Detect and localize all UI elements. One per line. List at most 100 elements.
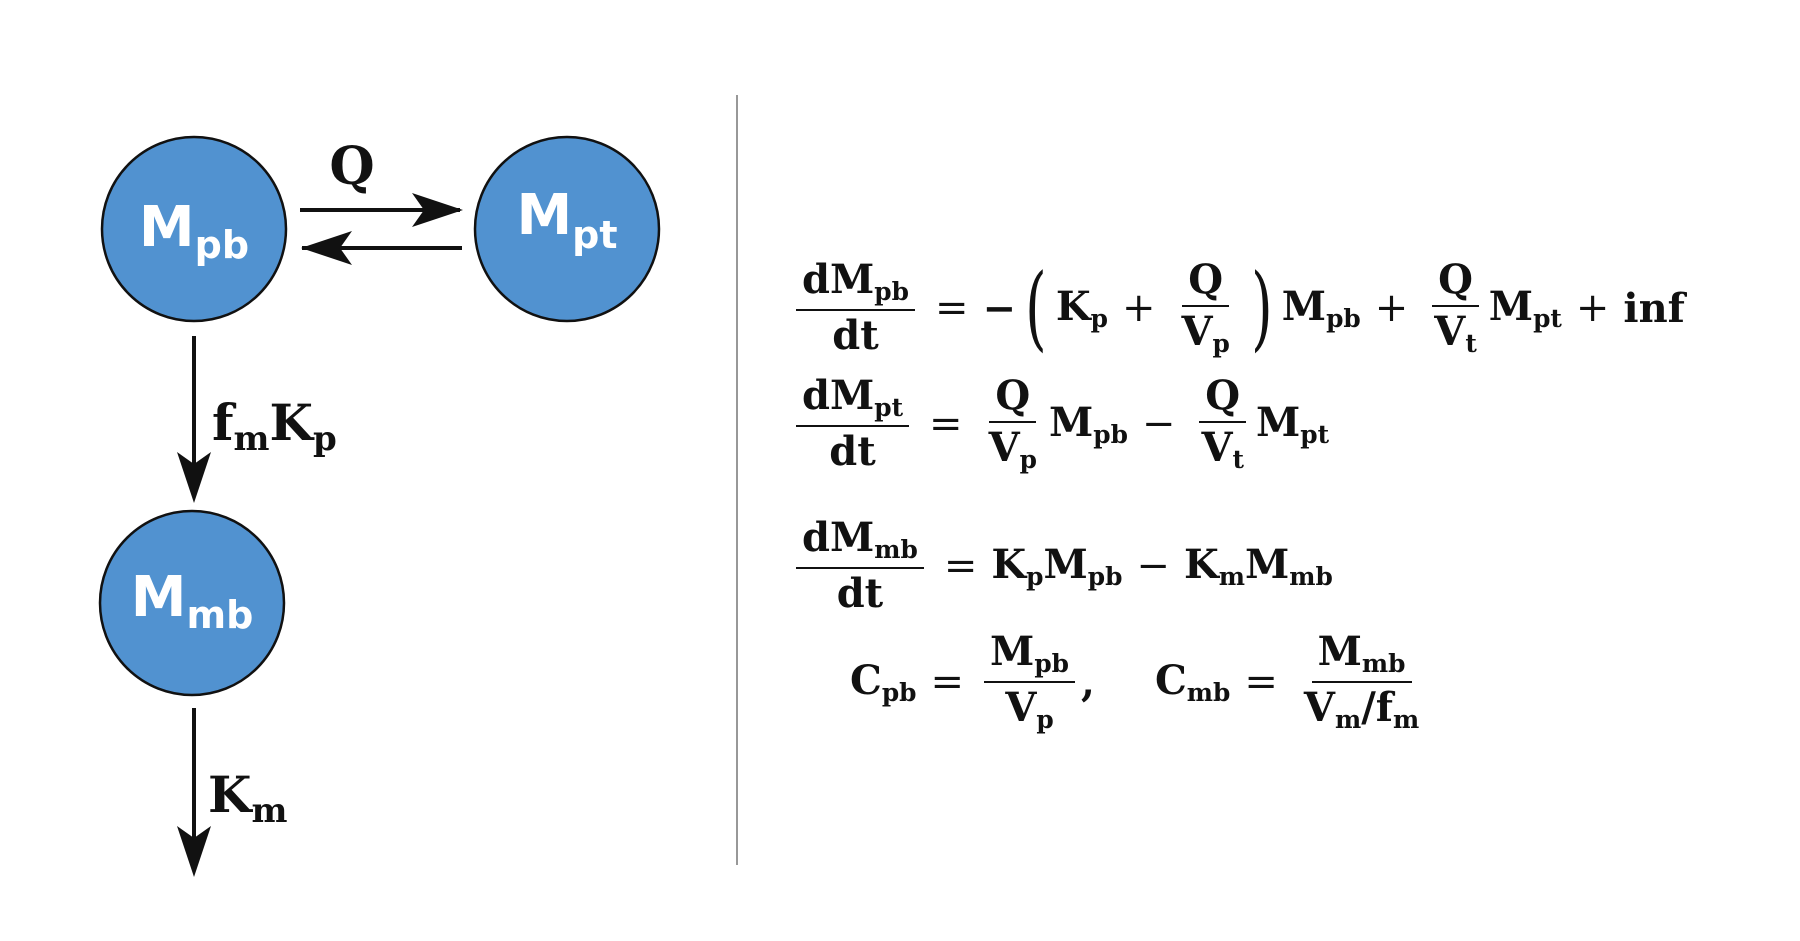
- eq4-cmb-main: C: [1154, 657, 1187, 705]
- eq3-km-sub: m: [1218, 561, 1245, 591]
- eq4-frac-mpb-vp-den-main: V: [1005, 684, 1037, 731]
- eq2-minus: −: [1141, 401, 1176, 447]
- eq1-equals: =: [934, 285, 969, 331]
- eq3-km-main: K: [1183, 541, 1219, 589]
- eq1-right-paren: ): [1251, 254, 1273, 361]
- eq3-mpb-sub: pb: [1087, 561, 1123, 591]
- eq1-frac-q-vt-den-main: V: [1434, 308, 1466, 356]
- eq1-frac-q-vp-den-sub: p: [1212, 328, 1230, 358]
- eq1-left-paren: (: [1025, 254, 1047, 361]
- eq3-minus: −: [1136, 543, 1170, 589]
- node-mpb: Mpb: [100, 135, 288, 323]
- eq4-den-vm-sub: m: [1334, 704, 1362, 734]
- node-mpt-label: Mpt: [516, 183, 617, 257]
- eq2-lhs-den: dt: [829, 427, 876, 475]
- eq4-den-vm-main: V: [1303, 684, 1335, 731]
- eq2-frac-q-vt-num: Q: [1199, 375, 1247, 424]
- flow-fmkp-a: f: [212, 393, 237, 452]
- eq2-mpb: Mpb: [1049, 399, 1128, 449]
- eq2-frac-q-vt: Q Vt: [1195, 375, 1250, 473]
- arrow-mpb-to-mpt-head: [412, 193, 463, 227]
- eq1-mpb-main: M: [1281, 283, 1327, 331]
- eq2-mpt-main: M: [1255, 399, 1301, 447]
- eq3-mmb-main: M: [1244, 541, 1290, 589]
- eq1-kp-main: K: [1055, 283, 1091, 331]
- eq1-mpt: Mpt: [1489, 283, 1562, 333]
- eq2-frac-q-vp-num: Q: [989, 375, 1037, 424]
- equation-spacer: [790, 482, 1790, 508]
- node-mpb-sub: pb: [195, 223, 249, 267]
- eq1-frac-q-vp-den: Vp: [1176, 307, 1236, 357]
- eq4-frac-mpb-vp-num-sub: pb: [1034, 648, 1070, 678]
- eq4-den-fm-main: f: [1375, 684, 1394, 731]
- eq4-frac-mmb-num: Mmb: [1311, 631, 1412, 683]
- eq1-lhs-num-main: dM: [802, 256, 875, 304]
- eq1-mpb: Mpb: [1282, 283, 1361, 333]
- eq4-frac-mpb-vp-num: Mpb: [984, 628, 1076, 683]
- arrow-mpb-to-mmb-head: [177, 452, 211, 503]
- eq3-lhs-fraction: dMmb dt: [796, 517, 924, 615]
- flow-km-label: Km: [208, 765, 287, 831]
- eq1-kp-sub: p: [1090, 303, 1108, 333]
- eq2-mpb-main: M: [1048, 399, 1094, 447]
- eq4-cpb-sub: pb: [881, 677, 917, 707]
- flow-fmkp-label: fmKp: [212, 393, 337, 459]
- eq4-cpb: Cpb: [850, 657, 917, 707]
- eq2-mpt: Mpt: [1256, 399, 1329, 449]
- node-mmb: Mmb: [98, 509, 286, 697]
- eq3-mmb-sub: mb: [1289, 561, 1333, 591]
- equation-dmpb-dt: dMpb dt = − ( Kp + Q Vp ) Mpb + Q Vt Mpt…: [790, 250, 1790, 366]
- node-mpt-main: M: [516, 183, 572, 248]
- arrow-mpt-to-mpb-head: [301, 231, 352, 265]
- eq1-frac-q-vt-num: Q: [1432, 259, 1479, 308]
- eq2-lhs-num-main: dM: [802, 372, 875, 420]
- flow-fmkp-b-sub: p: [313, 419, 337, 459]
- eq2-frac-q-vt-den: Vt: [1195, 423, 1250, 473]
- flow-fmkp-b: K: [270, 393, 315, 452]
- eq2-frac-q-vp: Q Vp: [983, 375, 1043, 473]
- eq1-mpb-sub: pb: [1326, 303, 1361, 333]
- node-mmb-circle: [98, 509, 286, 697]
- eq4-comma: ,: [1081, 658, 1095, 706]
- eq4-cmb: Cmb: [1155, 657, 1230, 707]
- eq2-lhs-num: dMpt: [796, 372, 910, 427]
- eq1-inf: inf: [1623, 284, 1685, 332]
- eq1-plus-3: +: [1575, 285, 1610, 331]
- eq4-den-fm-sub: m: [1393, 704, 1420, 734]
- eq1-frac-q-vp-den-main: V: [1181, 308, 1213, 356]
- eq3-lhs-num-sub: mb: [874, 534, 918, 564]
- eq1-plus-1: +: [1121, 285, 1156, 331]
- eq4-den-slash: /: [1361, 684, 1376, 731]
- flow-km-sub: m: [251, 791, 287, 831]
- node-mpb-label: Mpb: [139, 195, 249, 267]
- eq3-mmb: Mmb: [1245, 541, 1333, 591]
- eq3-mpb: Mpb: [1043, 541, 1122, 591]
- node-mpt-sub: pt: [572, 213, 617, 257]
- eq1-lhs-den: dt: [832, 311, 879, 359]
- eq3-kp-sub: p: [1026, 561, 1044, 591]
- eq2-lhs-fraction: dMpt dt: [796, 372, 910, 475]
- eq1-frac-q-vt: Q Vt: [1428, 259, 1483, 357]
- eq2-mpb-sub: pb: [1093, 419, 1128, 449]
- eq1-lhs-fraction: dMpb dt: [796, 259, 915, 357]
- eq1-mpt-sub: pt: [1533, 303, 1562, 333]
- node-mmb-label: Mmb: [131, 565, 254, 637]
- eq3-mpb-main: M: [1043, 541, 1088, 589]
- eq4-equals-2: =: [1244, 659, 1278, 705]
- arrow-mmb-elimination-head: [177, 826, 211, 877]
- equation-dmpt-dt: dMpt dt = Q Vp Mpb − Q Vt Mpt: [790, 366, 1790, 482]
- eq3-kp: Kp: [991, 541, 1043, 591]
- eq1-lhs-num: dMpb: [796, 259, 915, 311]
- node-mpt: Mpt: [473, 135, 661, 323]
- eq4-equals-1: =: [930, 659, 965, 705]
- eq1-frac-q-vt-den-sub: t: [1465, 328, 1477, 358]
- eq4-frac-mpb-vp-den: Vp: [999, 683, 1059, 733]
- eq4-frac-mpb-vp-num-main: M: [990, 628, 1035, 676]
- node-mpb-main: M: [139, 195, 195, 260]
- eq4-frac-mmb-vm-fm: Mmb Vm/fm: [1298, 631, 1425, 733]
- eq2-frac-q-vt-den-sub: t: [1232, 444, 1244, 474]
- eq1-frac-q-vp-num: Q: [1182, 259, 1230, 308]
- eq3-equals: =: [943, 543, 978, 589]
- eq3-kp-main: K: [991, 541, 1027, 589]
